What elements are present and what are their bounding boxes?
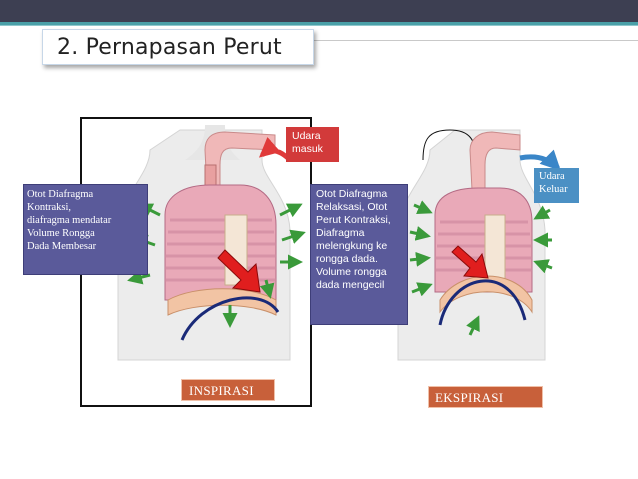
- inspiration-caption: INSPIRASI: [181, 379, 275, 401]
- expiration-description-label: Otot Diafragma Relaksasi, Otot Perut Kon…: [310, 184, 408, 325]
- diaphragm-muscle-right: [439, 275, 533, 314]
- lungs-right: [434, 187, 533, 293]
- expiration-figure: [397, 129, 561, 361]
- inspiration-figure: [117, 125, 306, 361]
- expiration-caption: EKSPIRASI: [428, 386, 543, 408]
- slide-title: 2. Pernapasan Perut: [57, 34, 282, 60]
- airflow-out-arrow-icon: [519, 149, 561, 171]
- diaphragm-line-dome: [438, 279, 527, 326]
- diaphragm-arrow-icon: [217, 249, 261, 293]
- header-accent-thin: [0, 25, 638, 26]
- nasal-airway-right: [469, 131, 521, 191]
- air-out-label: Udara Keluar: [534, 168, 579, 203]
- diaphragm-line-flat: [180, 296, 280, 341]
- diaphragm-arrow-icon-right: [451, 245, 489, 279]
- air-in-label: Udara masuk: [286, 127, 339, 162]
- sternum-right: [484, 214, 506, 281]
- nasal-airway: [204, 131, 276, 191]
- decorative-line: [300, 40, 638, 41]
- rib-lines: [166, 218, 276, 282]
- inspiration-description-label: Otot Diafragma Kontraksi, diafragma mend…: [23, 184, 148, 275]
- rib-lines-right: [436, 220, 532, 272]
- header-accent-line: [0, 22, 638, 25]
- muscle-movement-arrow-icon-right: [409, 200, 553, 336]
- slide-title-box: 2. Pernapasan Perut: [42, 29, 314, 65]
- header-bar: [0, 0, 638, 22]
